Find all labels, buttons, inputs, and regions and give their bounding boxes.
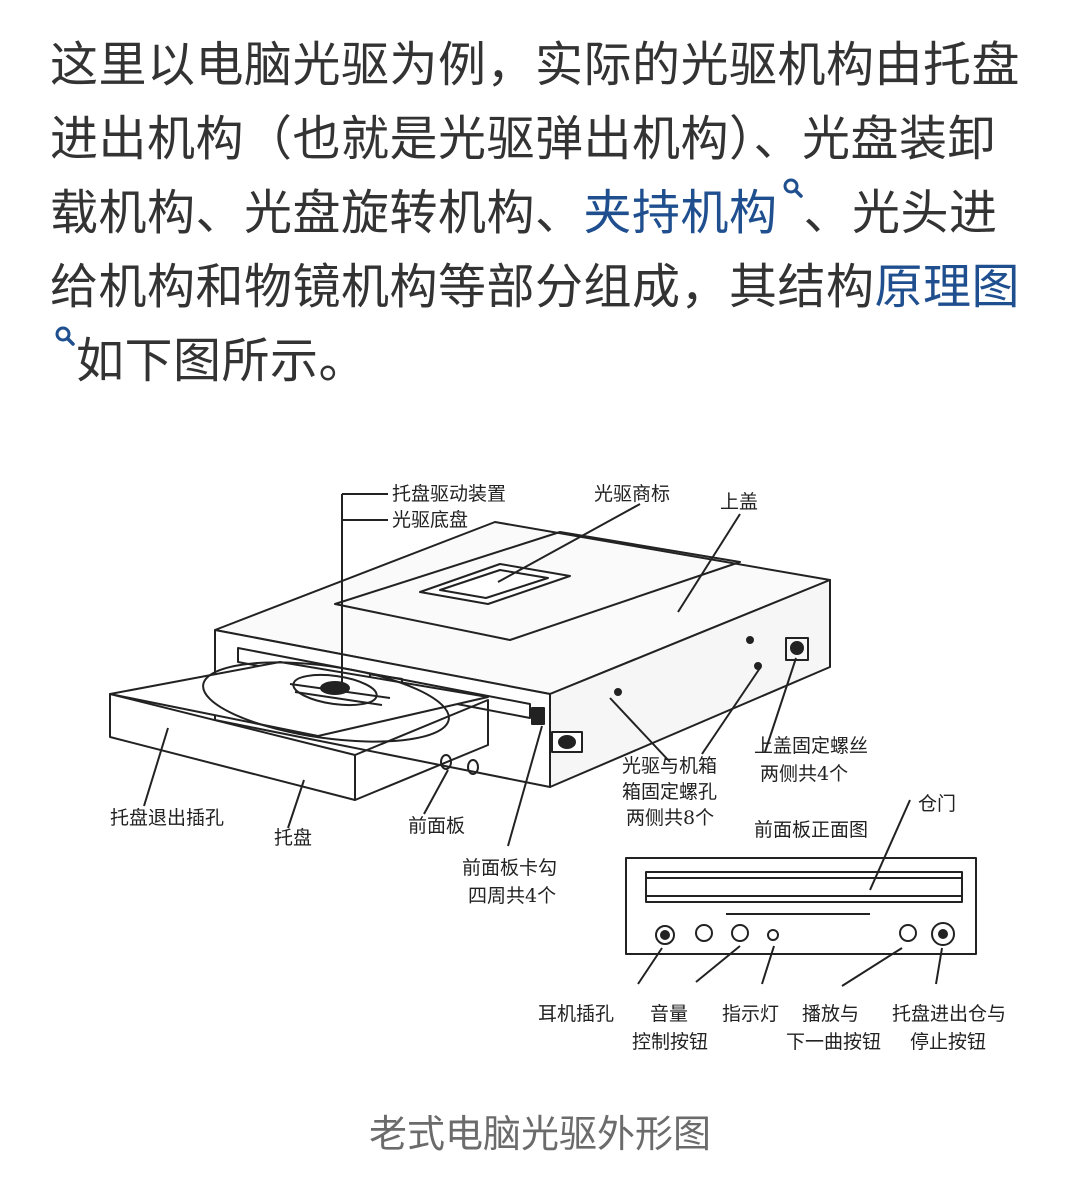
disc <box>202 661 450 743</box>
label-clip-1: 前面板卡勾 <box>462 857 557 879</box>
play-button <box>899 924 917 942</box>
tray-opening <box>237 647 531 719</box>
logo-inner <box>439 569 549 599</box>
label-volume-1: 音量 <box>650 1003 688 1025</box>
label-case-screw-3: 两侧共8个 <box>626 807 714 829</box>
label-door: 仓门 <box>918 793 956 815</box>
side-screw-slot-2 <box>785 637 809 661</box>
front-button-1 <box>440 754 452 770</box>
paragraph-text-1: 这里以电脑光驱为例，实际的光驱机构由托盘进出机构（也就是光驱弹出机构）、光盘装卸… <box>50 37 1021 241</box>
label-tray-drive: 托盘驱动装置 <box>392 483 506 505</box>
link-clamping-mechanism-label: 夹持机构 <box>583 185 778 241</box>
cdrom-diagram: 托盘驱动装置 光驱底盘 光驱商标 上盖 上盖固定螺丝 两侧共4个 光驱与机箱 箱… <box>90 462 1030 1072</box>
side-screw-hole-2 <box>746 636 754 644</box>
drive-side-face <box>549 579 831 788</box>
label-clip-2: 四周共4个 <box>468 885 556 907</box>
label-cover-screw-1: 上盖固定螺丝 <box>754 735 868 757</box>
figure-caption: 老式电脑光驱外形图 <box>368 1112 711 1156</box>
label-eject-btn-1: 托盘进出仓与 <box>892 1003 1006 1025</box>
label-eject-btn-2: 停止按钮 <box>910 1031 986 1053</box>
paragraph-text-3: 如下图所示。 <box>76 333 368 389</box>
label-eject-hole: 托盘退出插孔 <box>110 807 224 829</box>
cdrom-diagram-svg: 托盘驱动装置 光驱底盘 光驱商标 上盖 上盖固定螺丝 两侧共4个 光驱与机箱 箱… <box>109 483 1006 1053</box>
paragraph-text-2: 、光头进给机构和物镜机构等部分组成，其结构 <box>50 185 998 315</box>
tray-side <box>354 699 489 801</box>
front-panel-door <box>645 871 963 903</box>
label-tray: 托盘 <box>274 827 312 849</box>
label-top-cover: 上盖 <box>720 491 758 513</box>
label-front-panel: 前面板 <box>408 815 465 837</box>
label-headphone: 耳机插孔 <box>538 1003 614 1025</box>
label-chassis: 光驱底盘 <box>392 509 468 531</box>
indicator-light <box>767 929 779 941</box>
label-front-view: 前面板正面图 <box>754 819 868 841</box>
side-screw-hole-3 <box>754 662 762 670</box>
label-play-2: 下一曲按钮 <box>786 1031 881 1053</box>
front-clip-hole <box>531 707 545 725</box>
front-panel-view <box>625 857 977 955</box>
link-schematic[interactable]: 原理图 <box>50 259 1020 389</box>
search-icon <box>783 178 803 198</box>
label-cover-screw-2: 两侧共4个 <box>760 763 848 785</box>
label-logo: 光驱商标 <box>594 483 670 505</box>
label-volume-2: 控制按钮 <box>632 1031 708 1053</box>
link-clamping-mechanism[interactable]: 夹持机构 <box>583 178 804 241</box>
label-indicator: 指示灯 <box>722 1003 779 1025</box>
link-schematic-label: 原理图 <box>874 259 1021 315</box>
front-button-2 <box>467 759 479 775</box>
search-icon <box>55 326 75 346</box>
headphone-jack <box>655 925 675 945</box>
label-play-1: 播放与 <box>802 1003 859 1025</box>
volume-knob-2 <box>731 924 749 942</box>
label-case-screw-1: 光驱与机箱 <box>622 755 717 777</box>
article-paragraph: 这里以电脑光驱为例，实际的光驱机构由托盘进出机构（也就是光驱弹出机构）、光盘装卸… <box>50 28 1030 398</box>
label-case-screw-2: 箱固定螺孔 <box>622 781 717 803</box>
top-inner-plate <box>334 531 741 641</box>
volume-knob-1 <box>695 924 713 942</box>
eject-button <box>931 922 955 946</box>
side-screw-hole-1 <box>614 688 622 696</box>
